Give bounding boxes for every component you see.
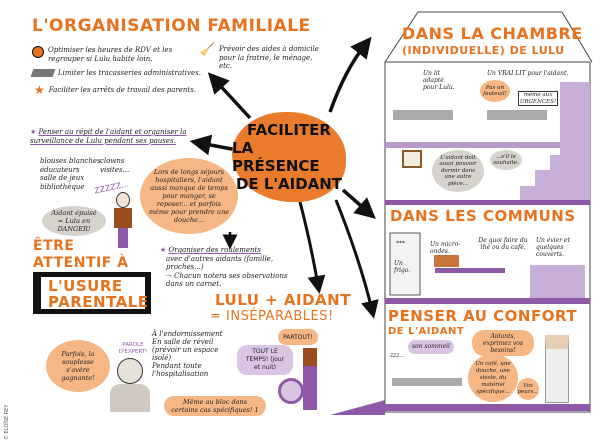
the-label: De quoi faire du thé ou du café. (478, 237, 528, 251)
roulements-note: → Chacun notera ses observations dans un… (166, 271, 288, 289)
sink-cabinet (530, 265, 585, 298)
urgences-sign: même aux URGENCES! (518, 91, 558, 106)
house-roof (384, 11, 593, 63)
roulements-block: ★ Organiser des roulements avec d'autres… (160, 246, 300, 289)
fridge (389, 232, 421, 296)
cafe-bubble: Un café, une douche, une sieste, du maté… (468, 354, 518, 402)
arrow-to-chambre (328, 36, 372, 113)
hospital-bubble: Lors de longs séjours hospitaliers, l'ai… (140, 158, 238, 234)
organisation-item: Limiter les tracasseries administratives… (30, 69, 222, 78)
communs-title: DANS LES COMMUNS (390, 207, 576, 225)
lit-lulu-label: Un lit adapté pour Lulu. (423, 70, 455, 91)
list-item: En salle de réveil (prévoir un espace is… (152, 338, 219, 362)
arrow-to-communs (341, 188, 376, 219)
organisation-item: 🧹 Prévoir des aides à domicile pour la f… (200, 42, 319, 70)
star-icon: ★ (34, 83, 45, 97)
micro-label: Un micro-ondes. (430, 241, 461, 255)
purple-ramp (330, 400, 385, 415)
confort-snore: zzz... (390, 352, 406, 359)
arrow-to-repit (189, 134, 238, 156)
list-item: salle de jeux (40, 174, 85, 182)
list-item: éducateurs (40, 165, 80, 174)
usure-box (39, 275, 147, 311)
center-line: DE L'AIDANT (235, 175, 343, 193)
arrow-to-confort (334, 199, 379, 319)
arrow-to-inseparables (298, 201, 326, 294)
fauteuil-bubble: Pas un fauteuil! (480, 80, 510, 102)
arrow-to-organisation (207, 72, 252, 120)
kitchen-table (435, 268, 505, 273)
list-item: blouses blanches (40, 157, 101, 165)
microwave (434, 255, 459, 267)
autre-piece-bubble: L'aidant doit aussi pouvoir dormir dans … (432, 150, 484, 192)
lit-aidant-label: Un VRAI LIT pour l'aidant. (487, 70, 569, 77)
evier-label: Un évier et quelques couverts. (536, 237, 570, 258)
danger-bubble: Aidant épuisé = Lulu en DANGER! (42, 206, 106, 236)
confort-bed (392, 378, 462, 386)
chambre-title-1: DANS LA CHAMBRE (402, 24, 583, 43)
list-item: clowns (100, 157, 125, 165)
confort-title-2: DE L'AIDANT (388, 326, 465, 337)
center-line: LA PRÉSENCE (232, 139, 320, 175)
roulements-text: avec d'autres aidants (famille, proches.… (166, 254, 274, 272)
list-item: visites... (100, 165, 130, 174)
freezer-label: *** (396, 240, 405, 247)
clock-icon (32, 46, 44, 58)
frigo-label: Un frigo. (394, 260, 411, 274)
confort-title-1: PENSER AU CONFORT (388, 307, 578, 325)
besoins-bubble: Aidants, exprimez vos besoins! (472, 330, 534, 356)
aidant-bed (487, 110, 547, 120)
stairs (520, 82, 590, 200)
usure-heading-2: ATTENTIF À (33, 255, 129, 271)
sommeil-bubble: son sommeil (408, 340, 454, 354)
repit-list-2: clowns visites... (100, 157, 129, 174)
all-the-time-bubble: TOUT LE TEMPS! (jour et nuit) (237, 345, 293, 375)
expert-figure (110, 358, 150, 413)
list-item: Pendant toute l'hospitalisation (152, 362, 209, 378)
papers-icon (30, 69, 56, 77)
center-line: FACILITER (247, 121, 331, 139)
expert-bubble: Parfois, la souplesse s'avère gagnante! (46, 340, 110, 392)
chambre-title-2: (INDIVIDUELLE) DE LULU (402, 44, 565, 57)
organisation-item: ★ Faciliter les arrêts de travail des pa… (34, 83, 197, 97)
peurs-bubble: Vos peurs... (517, 378, 539, 400)
repit-list-1: blouses blanches éducateurs salle de jeu… (40, 157, 101, 191)
inseparables-list: À l'endormissement En salle de réveil (p… (152, 330, 234, 378)
window (402, 150, 422, 168)
inseparables-heading-2: = INSÉPARABLES! (210, 309, 334, 324)
parent-figure (303, 348, 317, 410)
bloc-bubble: Même au bloc dans certains cas spécifiqu… (164, 396, 266, 416)
organisation-title: L'ORGANISATION FAMILIALE (32, 16, 311, 36)
partout-bubble: PARTOUT! (278, 329, 318, 345)
list-item: bibliothèque (40, 182, 85, 191)
usure-box-line-1: L'USURE (48, 277, 123, 295)
credit: © ELOÏSE REY (4, 404, 10, 440)
lulu-bed (393, 110, 453, 120)
inseparables-heading-1: LULU + AIDANT (215, 291, 351, 309)
nurse-figure (545, 335, 569, 403)
repit-text: ★ Penser au répit de l'aidant et organis… (30, 128, 187, 145)
roulements-title: Organiser des roulements (168, 246, 261, 254)
list-item: À l'endormissement (152, 330, 223, 338)
broom-icon: 🧹 (200, 42, 215, 56)
usure-heading-1: ÊTRE (33, 238, 75, 254)
usure-box-line-2: PARENTALE (48, 293, 149, 311)
expert-label: PAROLE D'EXPERT! (118, 342, 148, 355)
organisation-item: Optimiser les heures de RDV et les regro… (32, 46, 192, 63)
aidant-figure (110, 192, 140, 252)
wheelchair-figure (278, 378, 304, 404)
center-blob: FACILITER LA PRÉSENCE DE L'AIDANT (232, 112, 346, 202)
souhaite-bubble: ...s'il le souhaite. (490, 150, 522, 170)
